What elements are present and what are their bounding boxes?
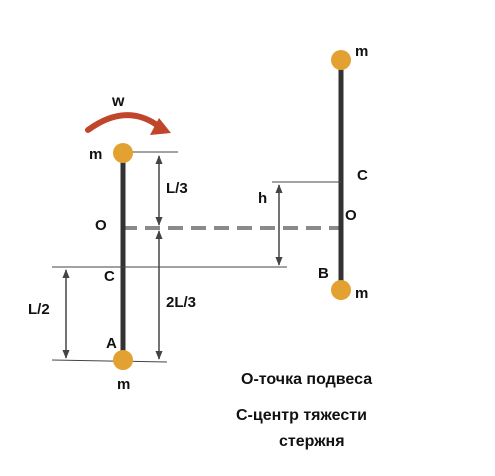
- omega-label: w: [111, 93, 125, 110]
- rotation-arrow-icon: [85, 112, 160, 133]
- extension-line-bottom-mass: [51, 359, 168, 363]
- pivot-label-right: O: [345, 207, 357, 224]
- center-label-left: C: [104, 268, 115, 285]
- h-label: h: [258, 190, 267, 207]
- mass-label-bottom-left: m: [117, 376, 130, 393]
- two-l-third-label: 2L/3: [166, 294, 196, 311]
- end-label-a: A: [106, 335, 117, 352]
- mass-label-top-right: m: [355, 43, 368, 60]
- legend-center: С-центр тяжести: [236, 407, 367, 424]
- pivot-label-left: O: [95, 217, 107, 234]
- mass-top-left: [113, 143, 133, 163]
- mass-top-right: [331, 50, 351, 70]
- mass-bottom-left: [113, 350, 133, 370]
- legend-center-cont: стержня: [279, 433, 345, 450]
- l-half-label: L/2: [28, 301, 50, 318]
- mass-label-bottom-right: m: [355, 285, 368, 302]
- center-label-right: C: [357, 167, 368, 184]
- l-third-label: L/3: [166, 180, 188, 197]
- legend-pivot: O-точка подвеса: [241, 371, 372, 388]
- rotation-arrowhead-icon: [150, 118, 171, 135]
- mass-bottom-right: [331, 280, 351, 300]
- end-label-b: B: [318, 265, 329, 282]
- mass-label-top-left: m: [89, 146, 102, 163]
